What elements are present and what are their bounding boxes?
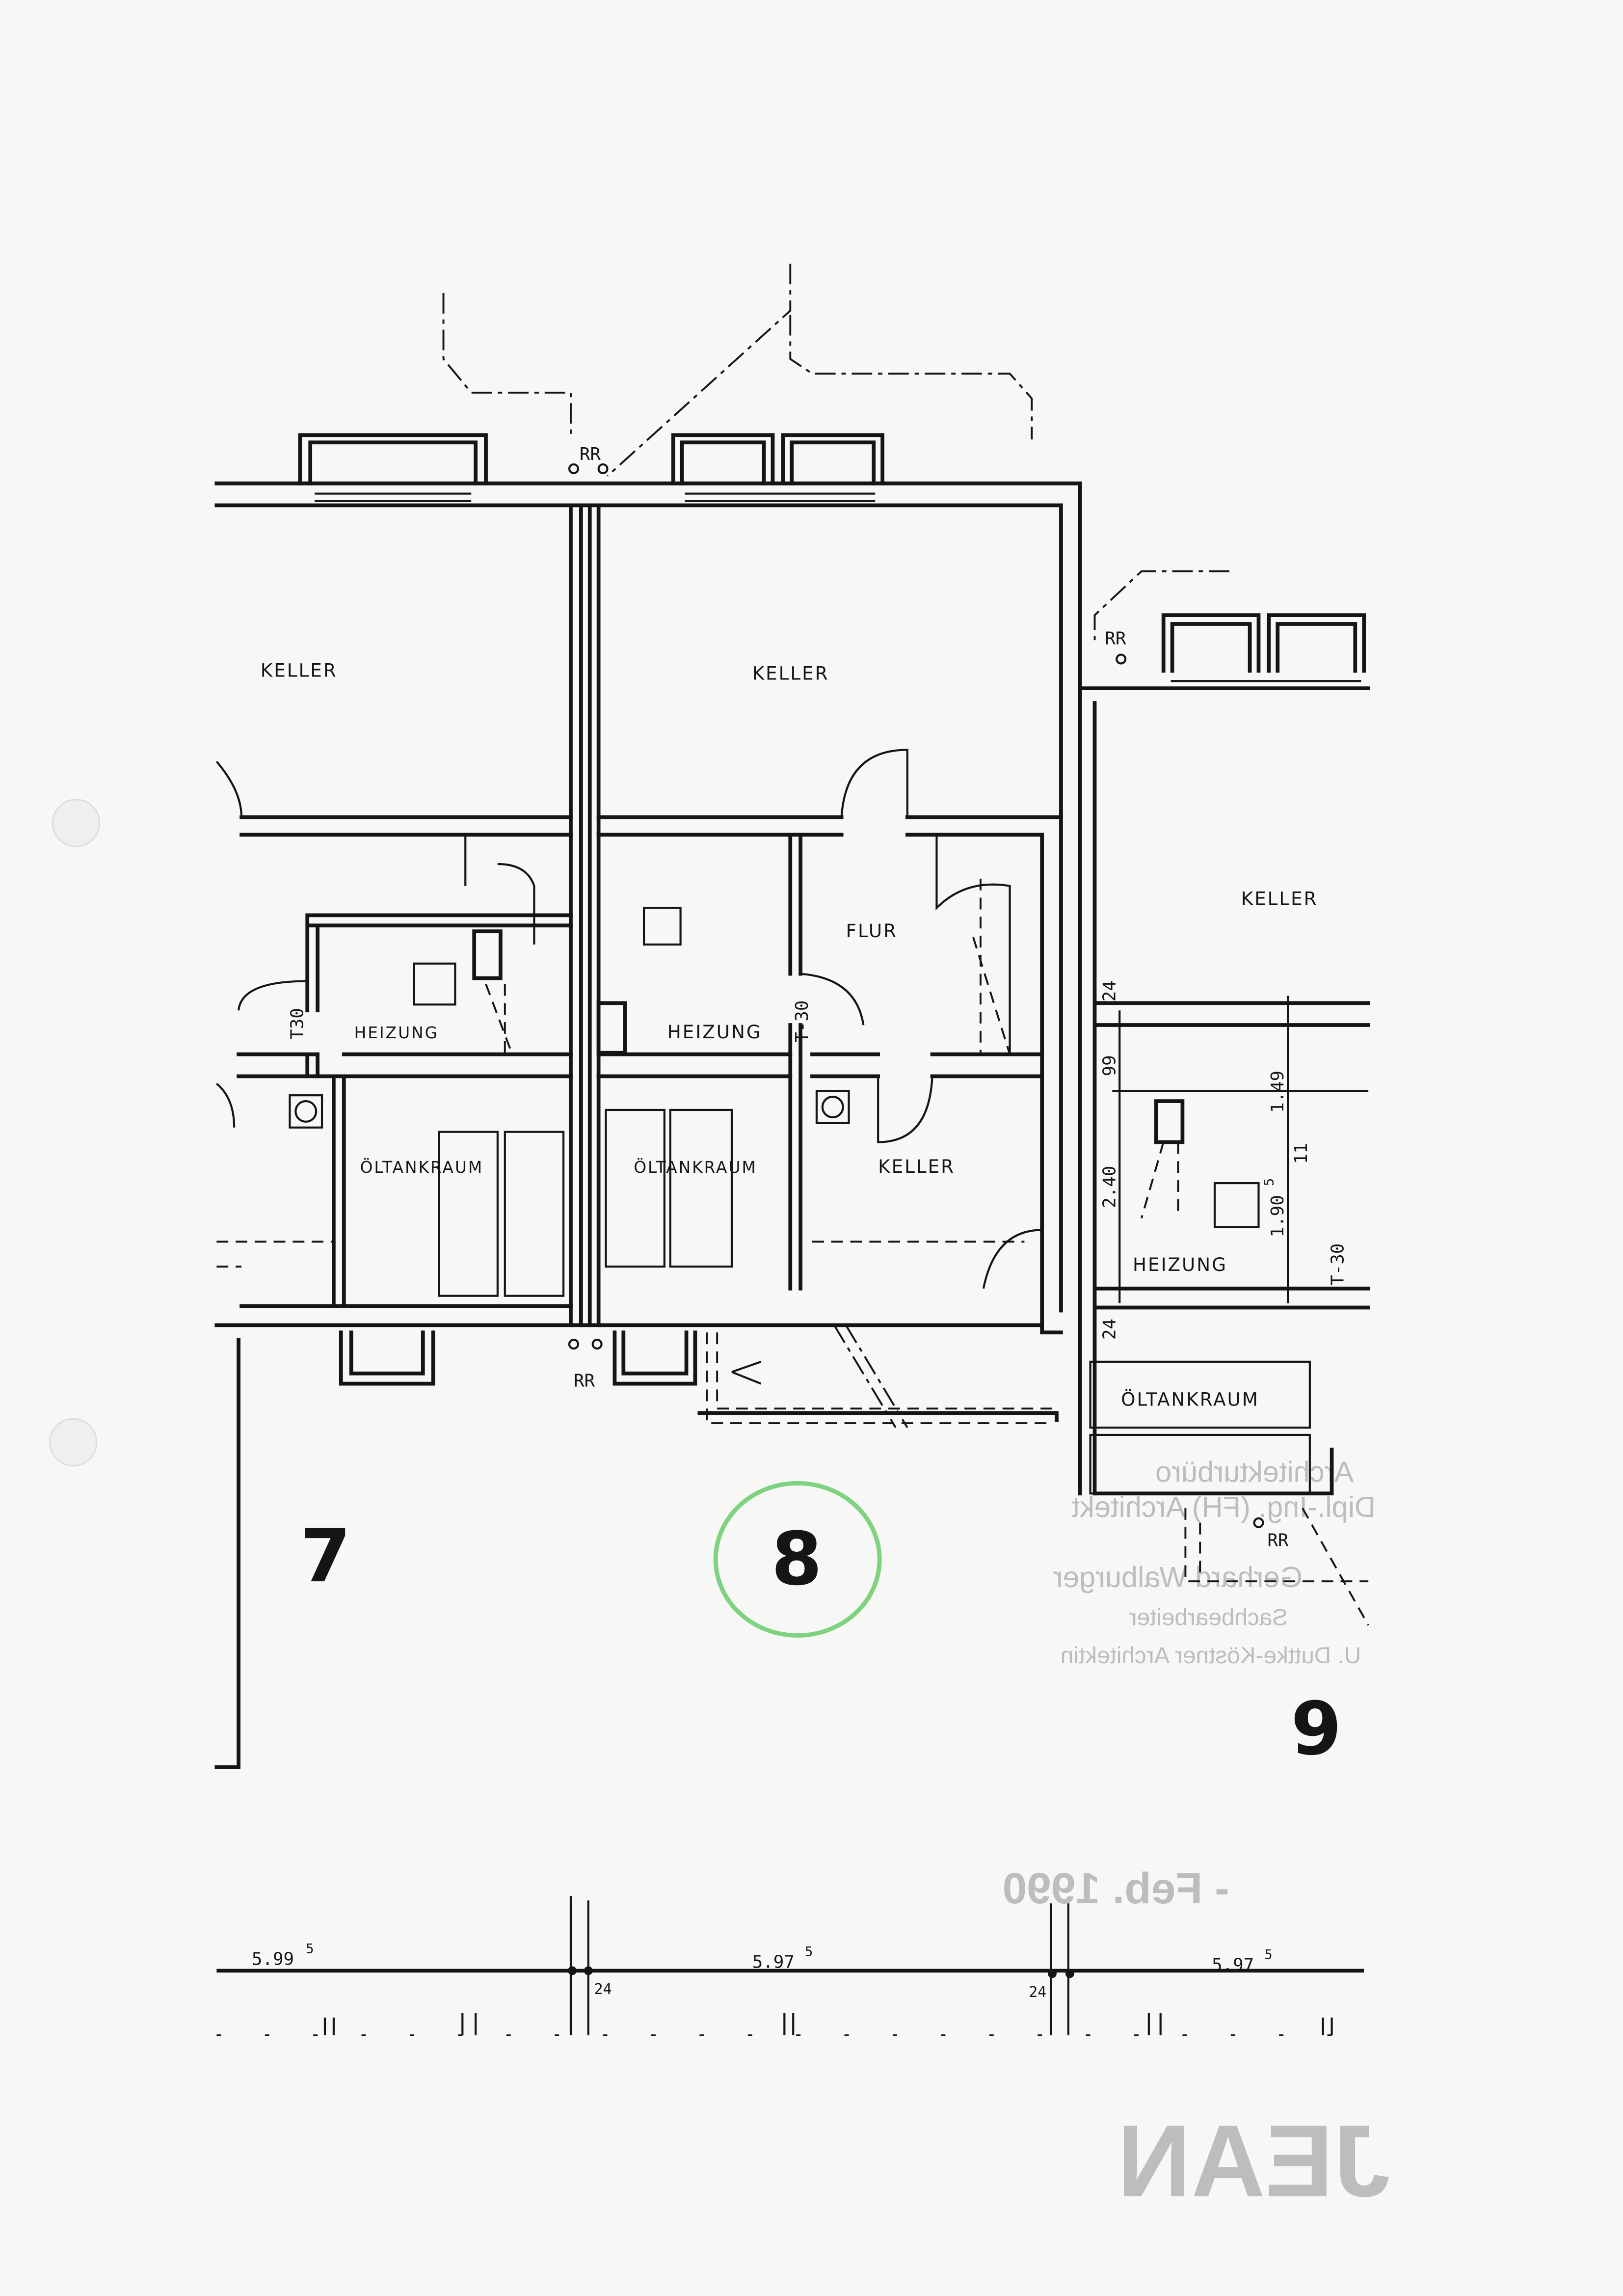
stamp-line: U. Duttke-Köstner Architektin [1061,1643,1361,1669]
unit-number-7: 7 [300,1514,351,1599]
dim-sup: 5 [1264,1947,1272,1963]
rr-label: RR [1267,1531,1289,1551]
terrace-line [789,315,1033,440]
dim-wall: 24 [594,1981,612,1998]
roof-drains [568,463,1264,1528]
dim-text: 5.97 [752,1952,795,1972]
punch-hole [52,799,101,847]
dim-text: 24 [1099,1319,1119,1340]
door-rating: T-30 [1328,1243,1348,1286]
terrace-line [607,264,792,477]
dim-text: 5 [1261,1178,1277,1186]
oil-tanks [438,1108,1311,1495]
stamp-line: Gerhard Walburger [1053,1561,1303,1594]
punch-hole [49,1418,98,1467]
dim-text: 24 [1099,980,1119,1001]
room-label: KELLER [1241,888,1318,909]
highlight-circle [713,1481,882,1638]
door-rating: T30 [287,1008,307,1040]
room-label: ÖLTANKRAUM [360,1157,484,1177]
dim-sup: 5 [306,1942,314,1957]
room-label: KELLER [261,659,338,681]
terrace-line [442,293,572,440]
bottom-dimension-line [216,1896,1364,2036]
terrace-line [1093,570,1229,645]
stamp-line: Architekturbüro [1155,1455,1354,1488]
unit-number-8: 8 [771,1517,822,1602]
dim-text: 1.90 [1268,1195,1288,1237]
dim-text: 2.40 [1099,1166,1119,1208]
stamp-line: Dipl.-Ing. (FH) Architekt [1071,1490,1376,1523]
room-label: ÖLTANKRAUM [1121,1388,1259,1410]
rr-label: RR [1105,629,1126,649]
room-label: ÖLTANKRAUM [634,1157,757,1177]
room-label: FLUR [846,920,898,942]
walls [214,481,1371,1769]
unit-number-9: 9 [1291,1687,1342,1772]
heating-equipment [289,835,1260,1228]
dim-text: 1.49 [1268,1071,1288,1113]
stamp-date: - Feb. 1990 [1003,1864,1229,1913]
dim-text: 11 [1291,1143,1311,1164]
stamp-logo: JEAN [1117,2104,1390,2218]
doors [215,749,1043,1311]
room-label: KELLER [878,1156,955,1177]
room-label: HEIZUNG [1133,1254,1227,1275]
room-label: HEIZUNG [667,1021,762,1043]
unit9-dimensions: 24 99 2.40 1.49 1.90 5 11 24 [1099,980,1369,1340]
room-label: HEIZUNG [354,1024,439,1042]
show-through-stamp: Architekturbüro Dipl.-Ing. (FH) Architek… [1003,1455,1390,2218]
dim-text: 5.97 [1212,1955,1254,1975]
dim-sup: 5 [805,1945,813,1960]
door-rating: T-30 [792,1000,812,1043]
stamp-line: Sachbearbeiter [1129,1605,1288,1631]
dim-text: 5.99 [252,1949,294,1969]
room-label: KELLER [752,662,829,684]
rr-label: RR [580,444,601,464]
dim-wall: 24 [1029,1984,1046,2001]
rr-label: RR [574,1371,595,1391]
stairs [216,1241,1369,1626]
light-wells [298,433,1366,1386]
dim-text: 99 [1099,1055,1119,1076]
